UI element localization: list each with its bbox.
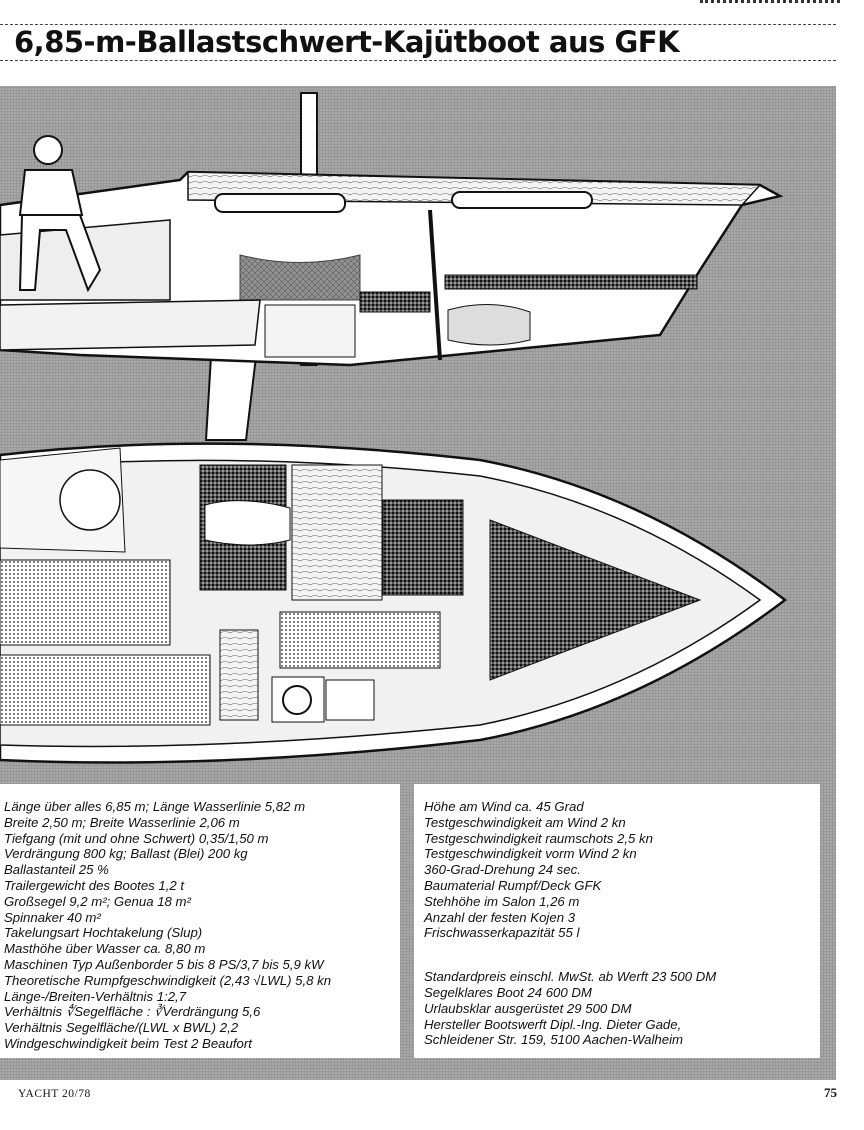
sailboat-cutaway-drawing-icon (0, 92, 788, 764)
spec-item: Testgeschwindigkeit am Wind 2 kn (424, 814, 626, 830)
spec-item: Theoretische Rumpfgeschwindigkeit (2,43 … (4, 972, 332, 988)
spec-item: Spinnaker 40 m² (4, 909, 101, 925)
spec-item: Frischwasserkapazität 55 l (424, 925, 580, 941)
top-dotted-mark (700, 0, 840, 3)
magazine-issue: YACHT 20/78 (18, 1088, 91, 1100)
spec-item: Verhältnis ∜Segelfläche : ∛Verdrängung 5… (4, 1004, 261, 1020)
title-rule-top (0, 24, 836, 25)
spec-item: Stehhöhe im Salon 1,26 m (424, 893, 580, 909)
price-item: Standardpreis einschl. MwSt. ab Werft 23… (424, 969, 717, 985)
spec-item: Tiefgang (mit und ohne Schwert) 0,35/1,5… (4, 830, 269, 846)
spec-item: Testgeschwindigkeit vorm Wind 2 kn (424, 846, 637, 862)
spec-item: Masthöhe über Wasser ca. 8,80 m (4, 941, 206, 957)
spec-item: Trailergewicht des Bootes 1,2 t (4, 877, 185, 893)
specs-right-list: Höhe am Wind ca. 45 Grad Testgeschwindig… (414, 784, 820, 1048)
spec-item: Windgeschwindigkeit beim Test 2 Beaufort (4, 1035, 252, 1051)
spec-item: Baumaterial Rumpf/Deck GFK (424, 877, 602, 893)
price-item: Segelklares Boot 24 600 DM (424, 984, 592, 1000)
spec-item: Takelungsart Hochtakelung (Slup) (4, 925, 203, 941)
spec-item: Testgeschwindigkeit raumschots 2,5 kn (424, 830, 653, 846)
spec-item: Breite 2,50 m; Breite Wasserlinie 2,06 m (4, 814, 240, 830)
spec-item: Maschinen Typ Außenborder 5 bis 8 PS/3,7… (4, 956, 324, 972)
spec-item: Verdrängung 800 kg; Ballast (Blei) 200 k… (4, 846, 248, 862)
specs-right-panel: Höhe am Wind ca. 45 Grad Testgeschwindig… (414, 784, 820, 1058)
spec-item: Höhe am Wind ca. 45 Grad (424, 799, 584, 814)
spec-item: 360-Grad-Drehung 24 sec. (424, 862, 581, 878)
spec-item: Großsegel 9,2 m²; Genua 18 m² (4, 893, 191, 909)
spec-item: Verhältnis Segelfläche/(LWL x BWL) 2,2 (4, 1020, 239, 1036)
spec-item: Länge-/Breiten-Verhältnis 1:2,7 (4, 988, 187, 1004)
specs-left-panel: Länge über alles 6,85 m; Länge Wasserlin… (0, 784, 400, 1058)
specs-left-list: Länge über alles 6,85 m; Länge Wasserlin… (0, 784, 400, 1052)
title-rule-bottom (0, 60, 836, 61)
manufacturer-address: Schleidener Str. 159, 5100 Aachen-Walhei… (424, 1032, 684, 1048)
manufacturer-item: Hersteller Bootswerft Dipl.-Ing. Dieter … (424, 1016, 682, 1032)
page-number: 75 (824, 1085, 837, 1100)
spec-item: Ballastanteil 25 % (4, 862, 109, 878)
spec-item: Länge über alles 6,85 m; Länge Wasserlin… (4, 799, 306, 814)
price-item: Urlaubsklar ausgerüstet 29 500 DM (424, 1000, 632, 1016)
page-title: 6,85-m-Ballastschwert-Kajütboot aus GFK (14, 25, 680, 59)
spec-item: Anzahl der festen Kojen 3 (424, 909, 576, 925)
